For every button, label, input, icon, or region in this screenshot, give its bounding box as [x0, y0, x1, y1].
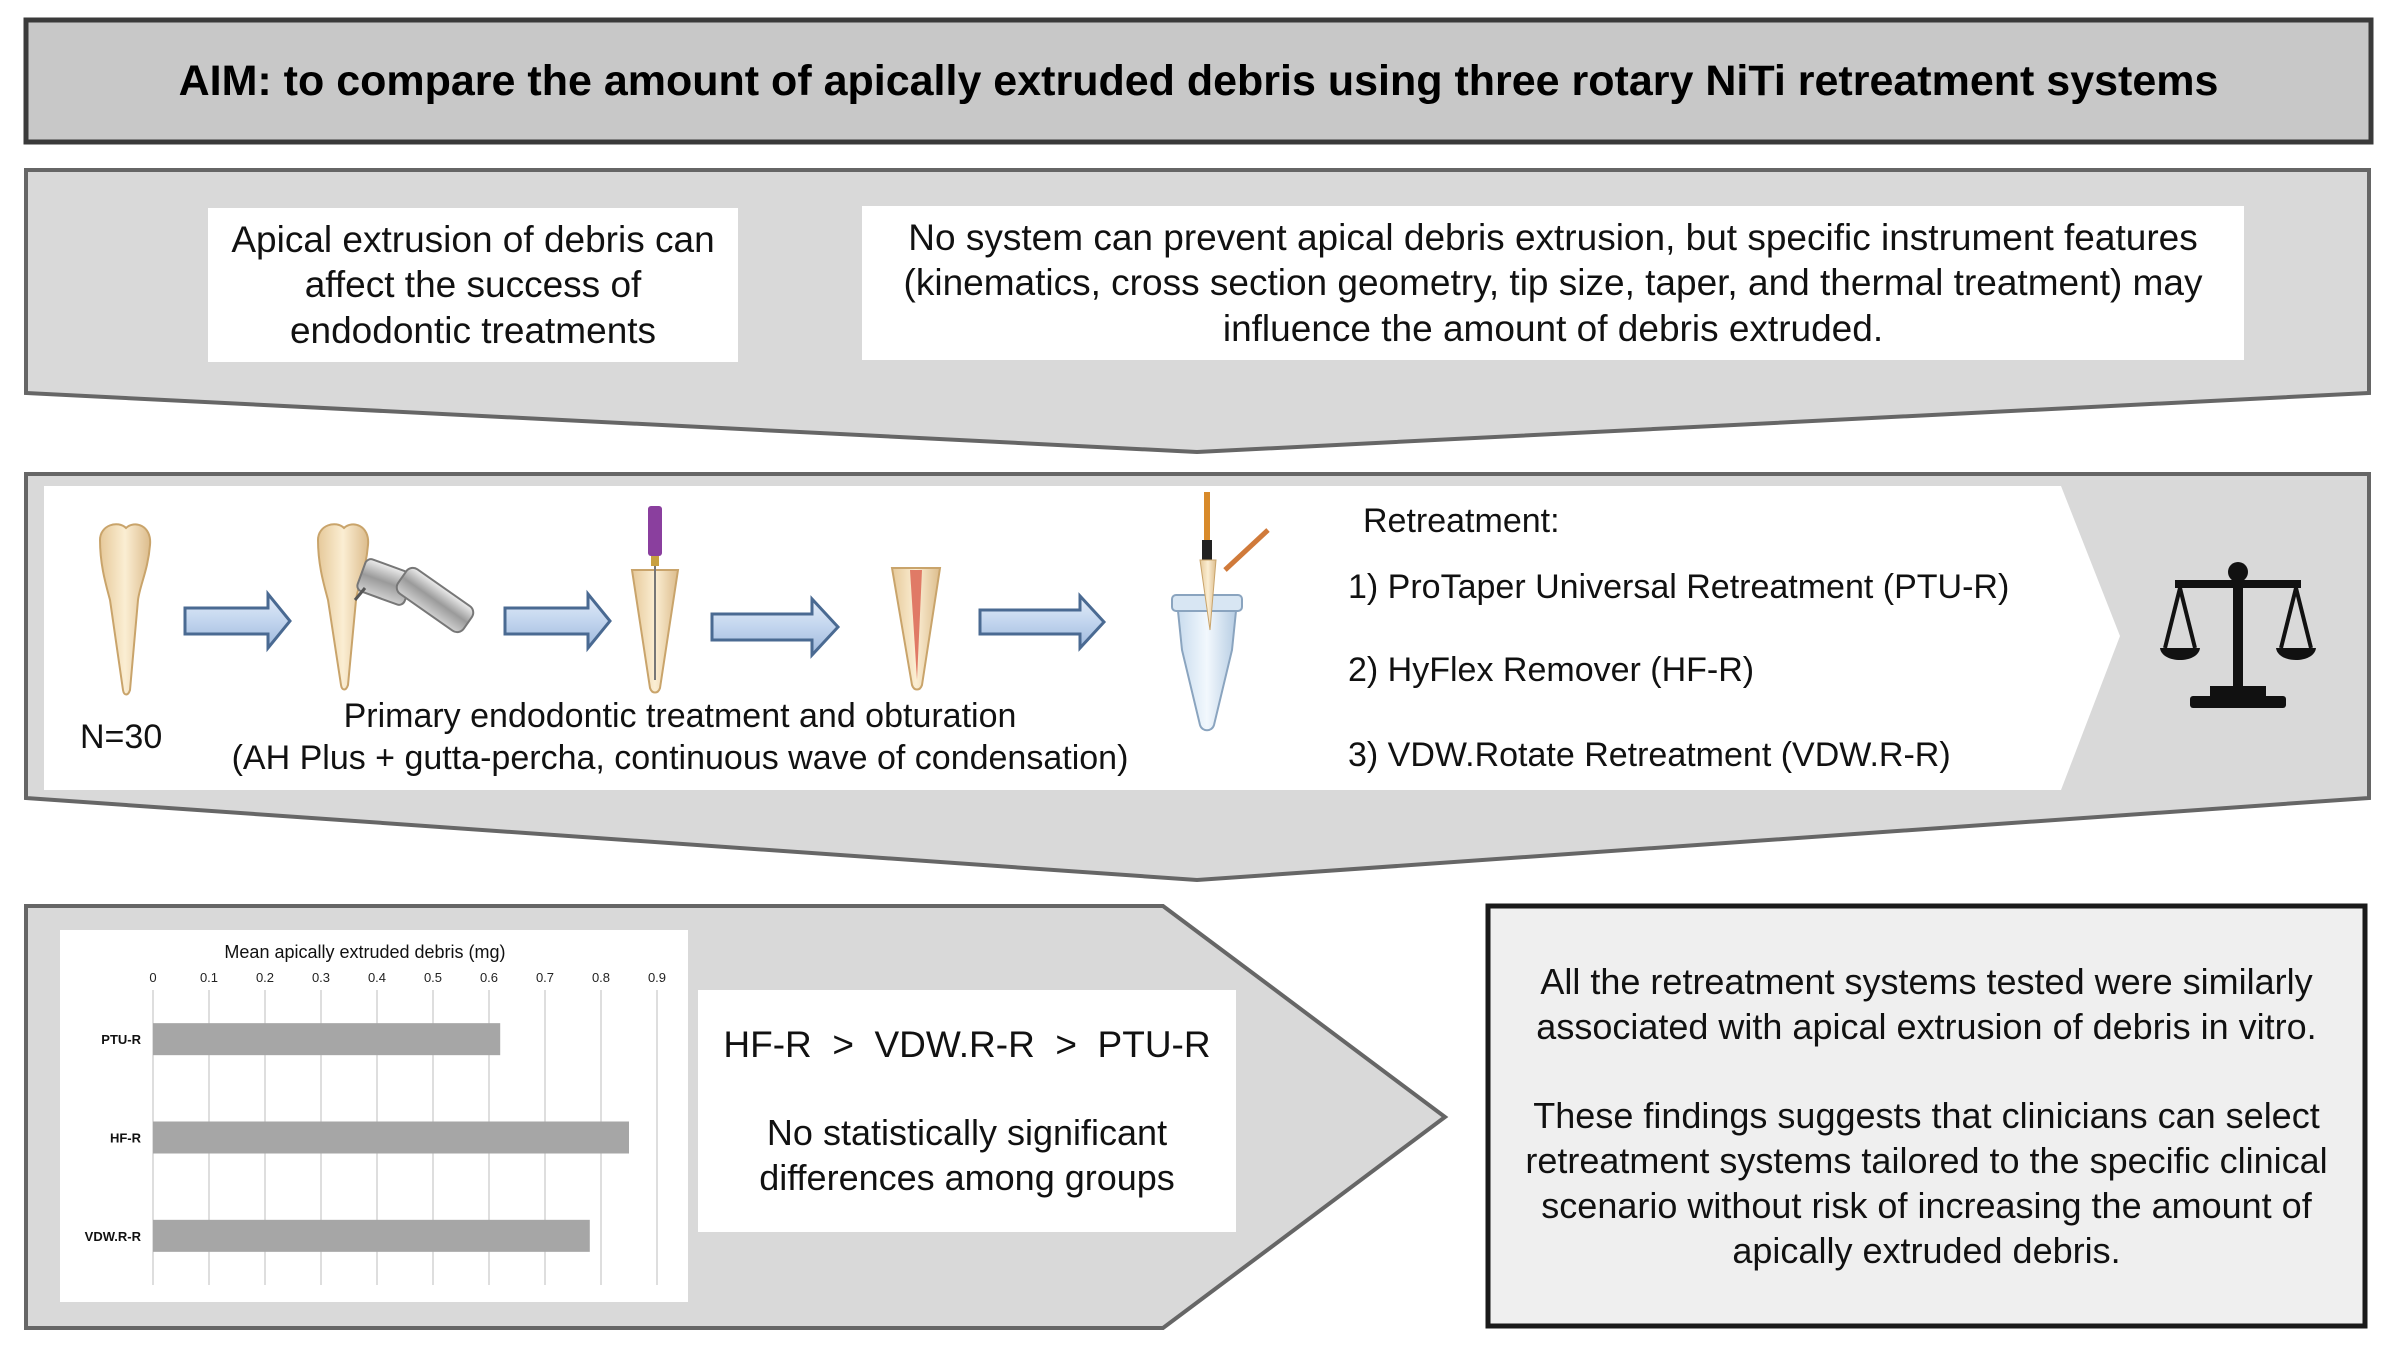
- arrow-right-icon: [710, 595, 841, 659]
- handpiece-icon: [316, 523, 475, 691]
- primary-treatment-line2: (AH Plus + gutta-percha, continuous wave…: [231, 739, 1129, 777]
- arrow-right-icon: [183, 589, 292, 653]
- chart-tick-label: 0.1: [200, 970, 218, 985]
- chart-category-label: PTU-R: [101, 1032, 141, 1047]
- chart-tick-label: 0.6: [480, 970, 498, 985]
- chart-tick-label: 0.4: [368, 970, 386, 985]
- chart-category-label: HF-R: [110, 1131, 142, 1146]
- tooth-icon: [98, 523, 152, 696]
- page-title: AIM: to compare the amount of apically e…: [178, 56, 2219, 105]
- conclusion-box: [1485, 903, 2368, 1329]
- background-right-box: No system can prevent apical debris extr…: [862, 206, 2244, 360]
- conclusion-paragraph-2: These findings suggests that clinicians …: [1525, 1095, 2328, 1271]
- file-in-tooth-icon: [630, 506, 680, 694]
- chart-tick-label: 0.8: [592, 970, 610, 985]
- background-left-text: Apical extrusion of debris can affect th…: [231, 219, 715, 351]
- results-ranking: HF-R > VDW.R-R > PTU-R: [723, 1024, 1211, 1066]
- results-significance: No statistically significant differences…: [759, 1111, 1175, 1198]
- conclusion-text: All the retreatment systems tested were …: [1488, 906, 2365, 1326]
- title-box: [23, 17, 2374, 145]
- results-box: HF-R > VDW.R-R > PTU-R No statistically …: [698, 990, 1236, 1232]
- primary-treatment-line1: Primary endodontic treatment and obturat…: [343, 697, 1017, 735]
- retreatment-system-2: 2) HyFlex Remover (HF-R): [1348, 651, 1755, 689]
- sample-size-label: N=30: [80, 718, 163, 756]
- chart-category-label: VDW.R-R: [85, 1229, 142, 1244]
- chart-tick-label: 0.3: [312, 970, 330, 985]
- conclusion-paragraph-1: All the retreatment systems tested were …: [1536, 961, 2317, 1047]
- chart-tick-label: 0: [149, 970, 156, 985]
- chart-tick-label: 0.7: [536, 970, 554, 985]
- chart-tick-label: 0.2: [256, 970, 274, 985]
- bar-chart-svg: Mean apically extruded debris (mg) 0 0.1 0.…: [85, 942, 666, 1285]
- chart-bar-hf-r: [153, 1121, 629, 1154]
- chart-bar-ptu-r: [153, 1023, 501, 1056]
- arrow-right-icon: [978, 592, 1107, 652]
- background-right-text: No system can prevent apical debris extr…: [903, 217, 2203, 349]
- retreatment-system-1: 1) ProTaper Universal Retreatment (PTU-R…: [1348, 568, 2010, 606]
- chart-tick-label: 0.9: [648, 970, 666, 985]
- chart-title: Mean apically extruded debris (mg): [224, 942, 505, 962]
- scales-icon: [2160, 562, 2316, 708]
- eppendorf-tube-icon: [1171, 492, 1270, 732]
- chart-tick-label: 0.5: [424, 970, 442, 985]
- retreatment-heading: Retreatment:: [1363, 502, 1560, 540]
- obturated-tooth-icon: [890, 567, 942, 691]
- chart-bar-vdw-r-r: [153, 1219, 590, 1252]
- background-left-box: Apical extrusion of debris can affect th…: [208, 208, 738, 362]
- arrow-right-icon: [503, 589, 612, 653]
- retreatment-system-3: 3) VDW.Rotate Retreatment (VDW.R-R): [1348, 736, 1951, 774]
- bar-chart: Mean apically extruded debris (mg) 0 0.1 0.…: [60, 930, 688, 1302]
